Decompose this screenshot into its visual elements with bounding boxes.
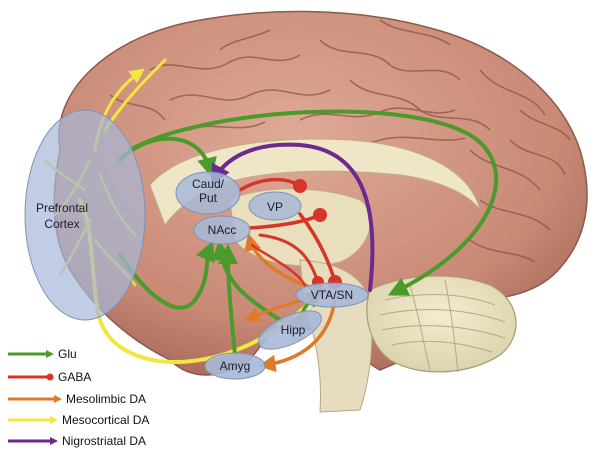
prefrontal-label-line1: Prefrontal (36, 201, 88, 215)
nigrostriatal-pathway (211, 142, 375, 292)
legend-label-glu: Glu (58, 347, 77, 361)
mesolimbic-vta-to-amyg (258, 296, 337, 373)
amyg-label: Amyg (220, 359, 251, 373)
legend-item-mesolimbic: Mesolimbic DA (8, 392, 146, 406)
brain-illustration (53, 10, 588, 413)
legend: Glu GABA Mesolimbic DA Mesocortical DA N… (8, 347, 149, 448)
gaba-vp-to-vta (298, 212, 342, 289)
legend-item-nigrostriatal: Nigrostriatal DA (8, 434, 146, 448)
legend-arrowhead-mesocortical (50, 416, 58, 424)
regions: Prefrontal Cortex Caud/ Put VP NAcc VTA/… (24, 109, 369, 380)
caudate-putamen-region (175, 171, 241, 215)
gaba-nacc-to-vp (248, 208, 327, 230)
legend-item-mesocortical: Mesocortical DA (8, 413, 149, 427)
vp-region (248, 191, 302, 221)
legend-arrowhead-glu (46, 350, 54, 358)
vp-label: VP (267, 200, 283, 214)
legend-dot-gaba (46, 373, 54, 381)
vta-sn-region (295, 282, 369, 308)
amyg-region (204, 352, 266, 380)
legend-item-gaba: GABA (8, 370, 91, 384)
legend-item-glu: Glu (8, 347, 77, 361)
glu-pfc-to-nacc (118, 240, 215, 310)
gaba-caud-to-vp (238, 177, 307, 193)
prefrontal-label-line2: Cortex (44, 217, 79, 231)
legend-label-nigrostriatal: Nigrostriatal DA (62, 434, 146, 448)
nacc-region (193, 215, 251, 245)
vta-sn-label: VTA/SN (311, 288, 353, 302)
legend-arrowhead-mesolimbic (54, 395, 62, 403)
hipp-region (258, 310, 322, 350)
caud-label-line1: Caud/ (192, 177, 225, 191)
glu-amyg-to-nacc (218, 244, 239, 357)
cerebellum (366, 275, 517, 373)
legend-arrowhead-nigrostriatal (50, 437, 58, 445)
legend-label-gaba: GABA (58, 370, 91, 384)
nacc-label: NAcc (208, 223, 237, 237)
prefrontal-cortex-region (24, 109, 146, 321)
legend-label-mesolimbic: Mesolimbic DA (66, 392, 146, 406)
legend-label-mesocortical: Mesocortical DA (62, 413, 149, 427)
gaba-vta-to-nacc (250, 243, 307, 287)
gaba-nacc-to-vta (258, 233, 324, 288)
caud-label-line2: Put (199, 191, 218, 205)
glu-pfc-to-vta (128, 109, 498, 296)
hipp-label: Hipp (281, 323, 306, 337)
